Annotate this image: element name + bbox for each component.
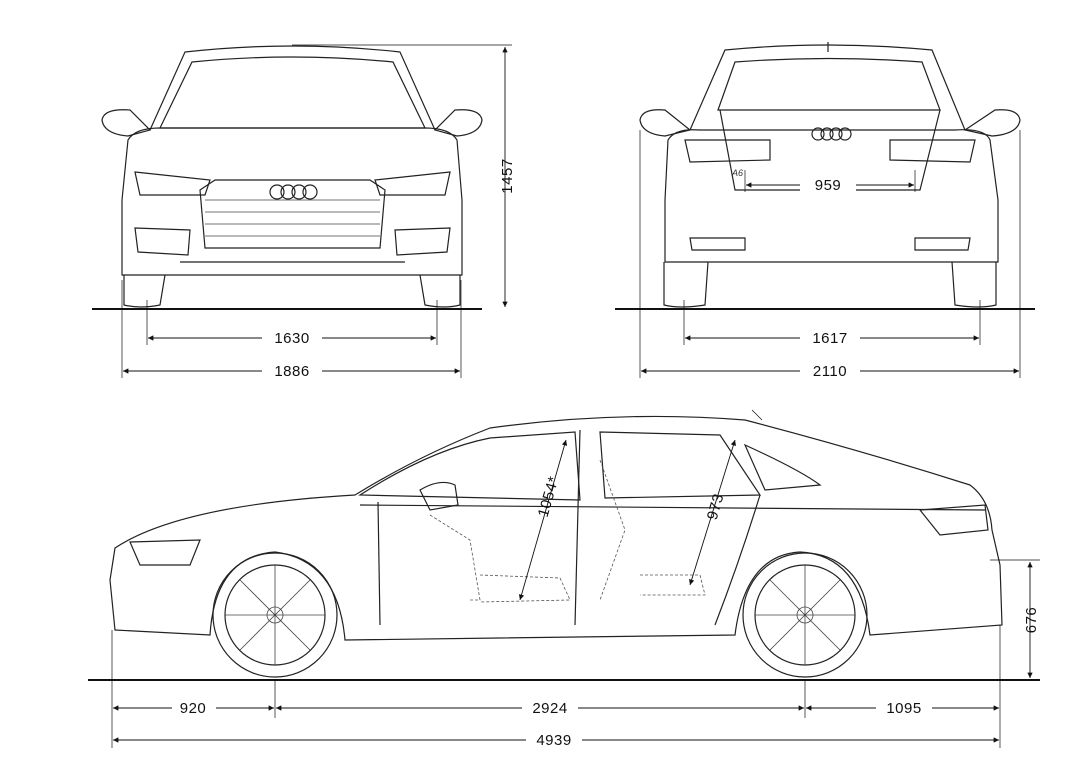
- model-badge: A6: [731, 168, 743, 178]
- side-view: 1054* 973 676 920 2924 1095 4939: [88, 409, 1040, 749]
- front-wheel: [212, 552, 338, 678]
- rear-headroom-label: 973: [704, 492, 728, 522]
- rear-wheel: [742, 552, 868, 678]
- left-mirror: [101, 109, 152, 137]
- front-overhang-label: 920: [180, 700, 207, 717]
- rear-track-label: 1617: [812, 330, 847, 347]
- mirror-width-label: 2110: [813, 363, 847, 380]
- rear-view: A6 959 1617 2110: [615, 42, 1035, 380]
- right-mirror: [433, 109, 483, 137]
- wheelbase-label: 2924: [532, 700, 567, 717]
- front-headroom-label: 1054*: [535, 474, 563, 519]
- rear-overhang-label: 1095: [886, 700, 921, 717]
- height-label: 1457: [499, 158, 516, 193]
- front-track-label: 1630: [274, 330, 309, 347]
- front-view: 1457 1630 1886: [92, 44, 516, 380]
- width-label: 1886: [274, 363, 309, 380]
- length-label: 4939: [536, 732, 571, 749]
- audi-rings-logo: [811, 127, 852, 141]
- left-mirror: [639, 109, 692, 137]
- trunk-width-label: 959: [815, 177, 842, 194]
- sill-height-label: 676: [1023, 607, 1040, 634]
- right-mirror: [963, 109, 1021, 137]
- side-mirror: [419, 481, 459, 511]
- audi-rings-logo: [269, 184, 318, 200]
- grille: [199, 179, 386, 249]
